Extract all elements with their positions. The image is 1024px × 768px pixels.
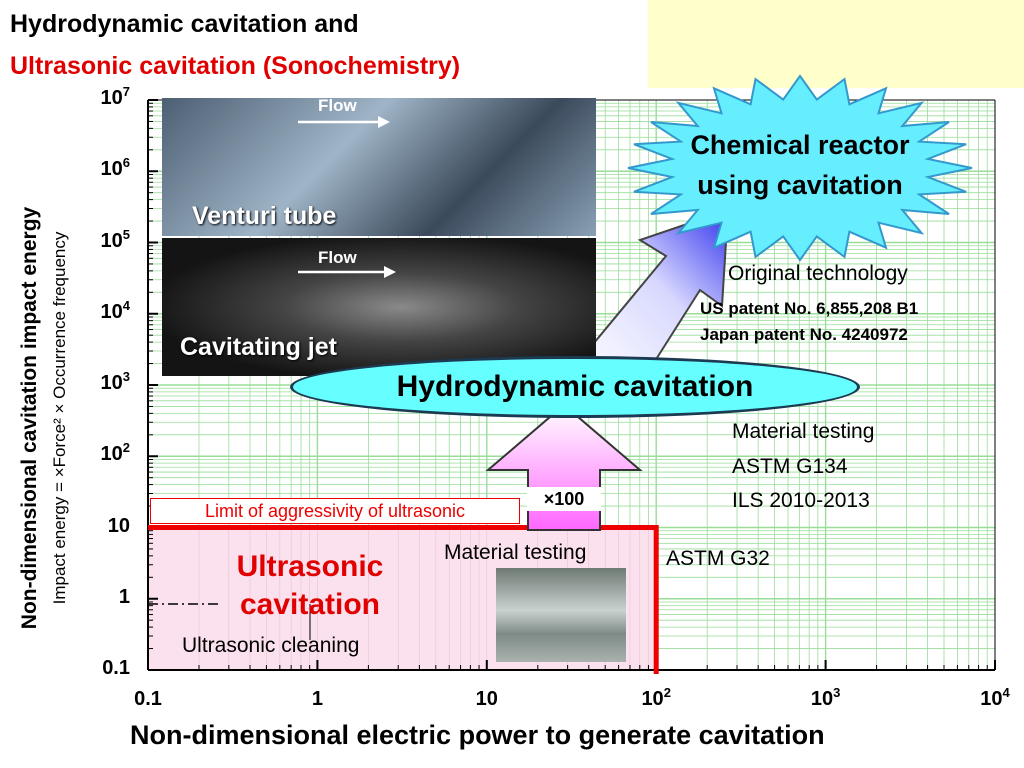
x-tick-label: 0.1 xyxy=(134,688,162,710)
ultrasonic-limit-box xyxy=(148,525,659,674)
flow-arrow-icon xyxy=(298,116,390,128)
y-tick-label: 102 xyxy=(100,440,130,466)
reactor-starburst xyxy=(627,74,973,262)
y-axis-title: Non-dimensional cavitation impact energy xyxy=(18,206,41,630)
us-patent-label: US patent No. 6,855,208 B1 xyxy=(700,299,919,318)
ultrasonic-line2: cavitation xyxy=(239,588,381,621)
y-tick-label: 103 xyxy=(100,369,130,394)
reactor-label-line1: Chemical reactor xyxy=(690,130,910,160)
page-subtitle: Ultrasonic cavitation (Sonochemistry) xyxy=(10,52,461,80)
x-axis-title: Non-dimensional electric power to genera… xyxy=(130,720,825,750)
x-tick-label: 104 xyxy=(980,685,1010,710)
x-tick-label: 102 xyxy=(641,685,671,710)
venturi-tube-label: Venturi tube xyxy=(192,202,337,230)
x-tick-label: 1 xyxy=(311,688,323,710)
ultrasonic-limit-label: Limit of aggressivity of ultrasonic xyxy=(150,498,520,524)
flow-label-1: Flow xyxy=(318,96,357,115)
y-tick-label: 1 xyxy=(118,585,130,608)
times100-arrow xyxy=(485,403,643,531)
material-testing-photo xyxy=(496,568,626,662)
times100-label: ×100 xyxy=(527,487,601,511)
cavitating-jet-label: Cavitating jet xyxy=(180,333,337,361)
cavitating-jet-photo xyxy=(162,238,596,376)
flow-arrow-icon xyxy=(298,266,396,278)
ultrasonic-line1: Ultrasonic xyxy=(236,550,384,583)
original-technology-label: Original technology xyxy=(728,262,908,285)
x-tick-label: 103 xyxy=(810,685,841,710)
material-testing-label-2: Material testing xyxy=(444,541,587,564)
ultrasonic-cleaning-label: Ultrasonic cleaning xyxy=(182,634,360,657)
material-testing-label-1: Material testing xyxy=(732,420,875,443)
ultrasonic-cavitation-label: Ultrasonic cavitation xyxy=(175,548,445,624)
astm-g134-label: ASTM G134 xyxy=(732,455,848,478)
header-highlight-box xyxy=(648,0,1024,88)
y-tick-label: 0.1 xyxy=(102,657,130,679)
y-tick-label: 106 xyxy=(100,155,130,181)
hydrodynamic-cavitation-ellipse: Hydrodynamic cavitation xyxy=(290,356,860,418)
jp-patent-label: Japan patent No. 4240972 xyxy=(700,325,908,344)
reactor-label: Chemical reactor using cavitation xyxy=(640,125,960,205)
x-tick-label: 10 xyxy=(475,688,498,710)
y-tick-label: 104 xyxy=(100,297,130,323)
ils-label: ILS 2010-2013 xyxy=(732,489,870,512)
y-tick-label: 105 xyxy=(100,226,130,252)
y-axis-subtitle: Impact energy = ×Force² × Occurrence fre… xyxy=(50,231,69,605)
y-tick-label: 10 xyxy=(107,514,130,537)
y-tick-label: 107 xyxy=(100,84,130,109)
page-title: Hydrodynamic cavitation and xyxy=(10,10,359,38)
reactor-label-line2: using cavitation xyxy=(697,170,903,200)
astm-g32-label: ASTM G32 xyxy=(666,547,770,570)
flow-label-2: Flow xyxy=(318,248,357,267)
